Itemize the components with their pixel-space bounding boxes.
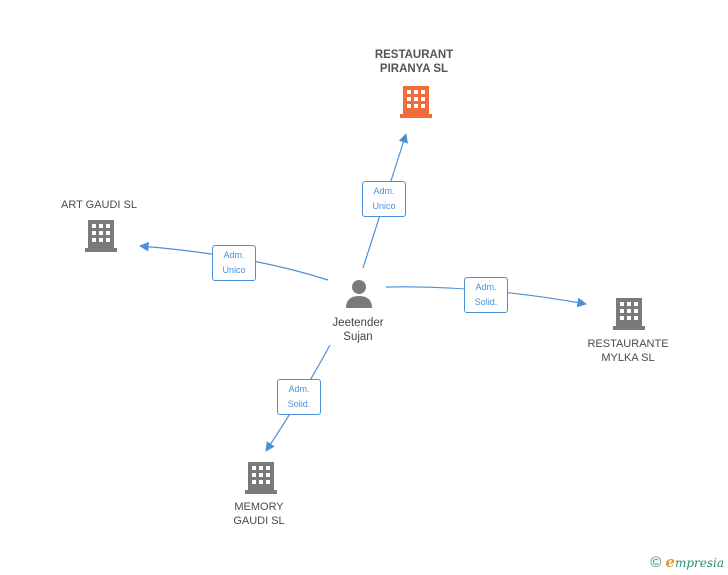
person-name[interactable]: Jeetender Sujan [332, 317, 384, 343]
building-icon[interactable] [400, 84, 432, 118]
building-icon[interactable] [613, 296, 645, 330]
company-name-memory[interactable]: MEMORY GAUDI SL [233, 501, 285, 527]
relation-label-mylka: Adm. Solid. [464, 277, 508, 313]
company-name-mylka[interactable]: RESTAURANTE MYLKA SL [587, 338, 669, 364]
building-icon[interactable] [85, 218, 117, 252]
relation-label-piranya: Adm. Unico [362, 181, 406, 217]
brand-logo[interactable]: empresia [665, 553, 724, 571]
company-name-art-gaudi[interactable]: ART GAUDI SL [60, 199, 137, 211]
copyright-icon: © [650, 553, 662, 571]
brand-e: e [665, 553, 675, 571]
relation-label-memory: Adm. Solid. [277, 379, 321, 415]
person-icon[interactable] [344, 278, 374, 308]
relation-label-art-gaudi: Adm. Unico [212, 245, 256, 281]
building-icon[interactable] [245, 460, 277, 494]
brand-rest: mpresia [674, 556, 724, 570]
footer-brand: © empresia [650, 553, 724, 571]
company-name-piranya[interactable]: RESTAURANT PIRANYA SL [374, 49, 454, 75]
